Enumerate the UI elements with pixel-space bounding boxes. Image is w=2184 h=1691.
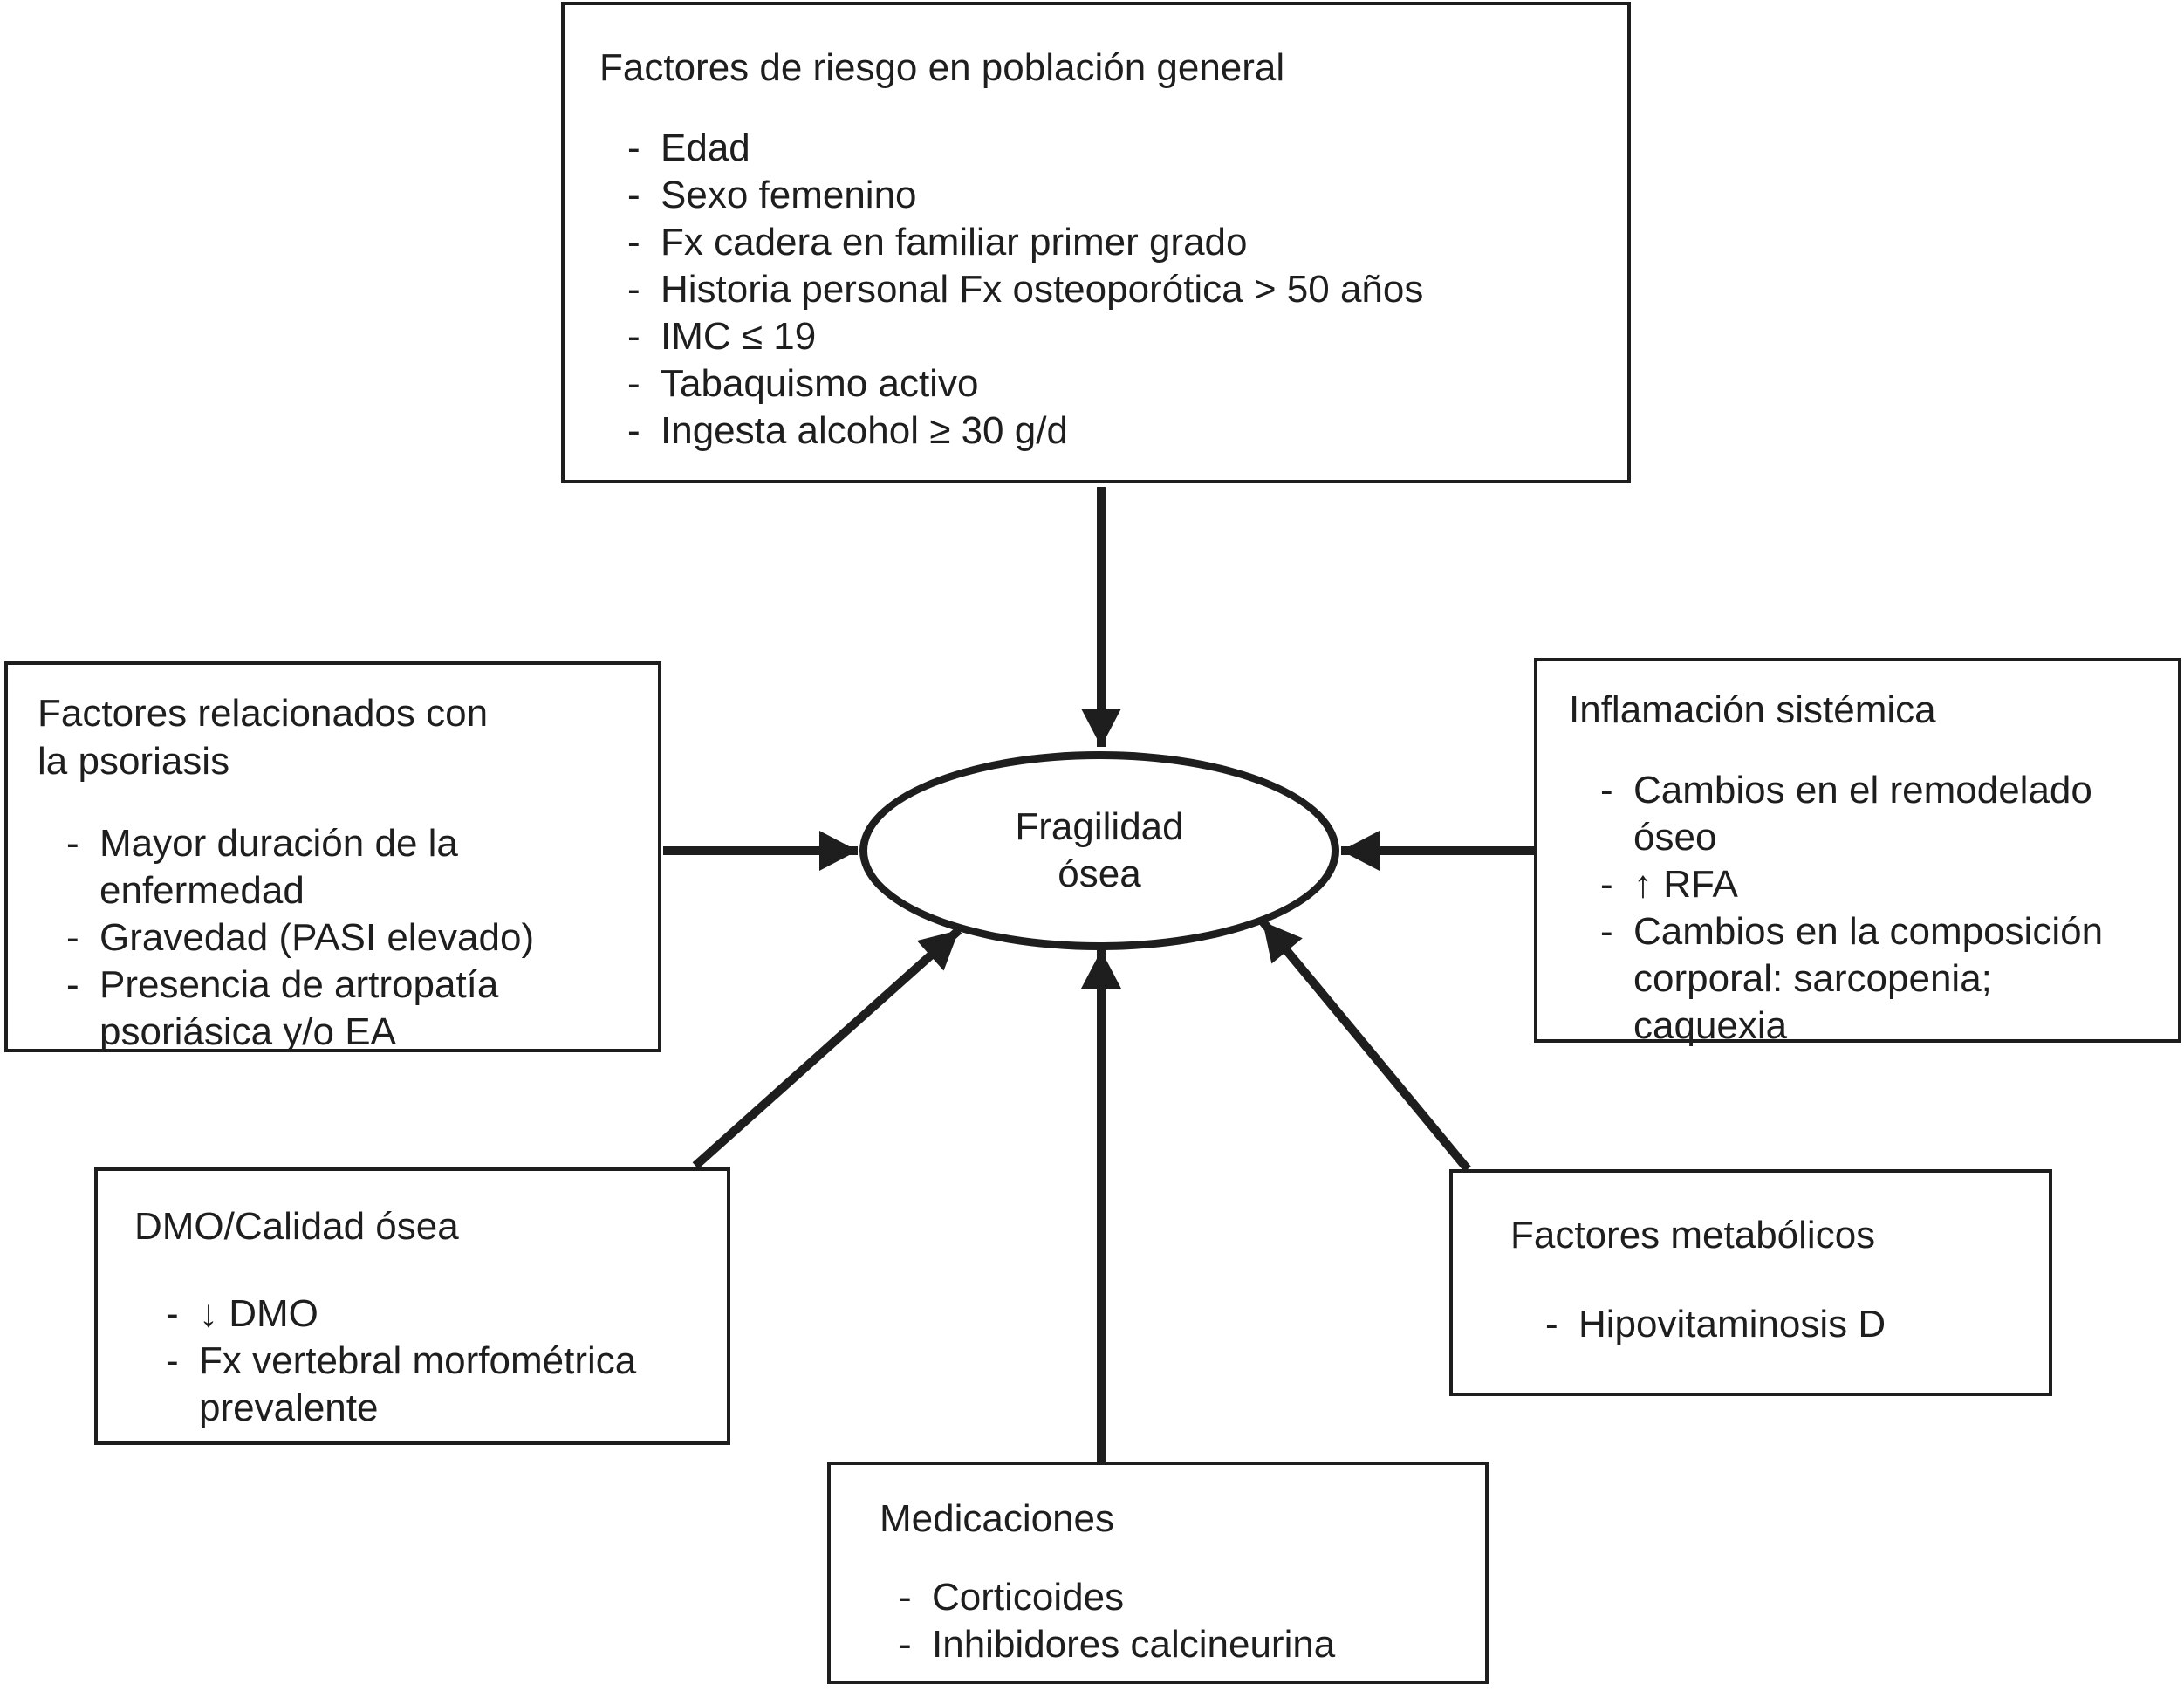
bullet-dash: - — [627, 315, 640, 358]
list-item: - ↓ DMO — [166, 1290, 711, 1338]
list-item: - Historia personal Fx osteoporótica > 5… — [627, 266, 1601, 313]
box-title: Factores relacionados con la psoriasis — [38, 692, 489, 783]
item-text: Sexo femenino — [661, 174, 917, 216]
bullet-dash: - — [627, 221, 640, 264]
item-text: Cambios en el remodelado óseo — [1633, 769, 2092, 859]
list-item: - Corticoides — [899, 1574, 1469, 1621]
box-general-risk-factors: Factores de riesgo en población general … — [561, 2, 1631, 483]
item-text: ↓ DMO — [199, 1292, 318, 1335]
bullet-dash: - — [1600, 769, 1613, 811]
list-item: - Hipovitaminosis D — [1545, 1301, 2033, 1348]
bullet-dash: - — [899, 1623, 912, 1666]
item-text: Mayor duración de la enfermedad — [99, 822, 458, 912]
box-title: Inflamación sistémica — [1569, 688, 1936, 731]
item-list: - ↓ DMO - Fx vertebral morfométrica prev… — [166, 1290, 711, 1432]
list-item: - Inhibidores calcineurina — [899, 1621, 1469, 1668]
item-text: Presencia de artropatía psoriásica y/o E… — [99, 963, 499, 1053]
box-title: Medicaciones — [880, 1497, 1115, 1540]
central-node-ellipse: Fragilidad ósea — [859, 751, 1339, 950]
arrow-dmo-to-center — [692, 927, 962, 1169]
bullet-dash: - — [899, 1576, 912, 1619]
list-item: - ↑ RFA — [1600, 861, 2162, 908]
item-text: Fx cadera en familiar primer grado — [661, 221, 1248, 264]
list-item: - Sexo femenino — [627, 172, 1601, 219]
list-item: - IMC ≤ 19 — [627, 313, 1601, 360]
list-item: - Edad — [627, 125, 1601, 172]
box-systemic-inflammation: Inflamación sistémica - Cambios en el re… — [1534, 658, 2181, 1047]
bullet-dash: - — [166, 1339, 179, 1382]
bullet-dash: - — [627, 127, 640, 169]
list-item: - Ingesta alcohol ≥ 30 g/d — [627, 407, 1601, 455]
list-item: - Mayor duración de la enfermedad — [66, 820, 642, 914]
item-list: - Corticoides - Inhibidores calcineurina — [899, 1574, 1469, 1668]
item-text: Ingesta alcohol ≥ 30 g/d — [661, 409, 1068, 452]
box-metabolic-factors: Factores metabólicos - Hipovitaminosis D — [1449, 1169, 2052, 1396]
list-item: - Presencia de artropatía psoriásica y/o… — [66, 962, 642, 1056]
item-text: Inhibidores calcineurina — [932, 1623, 1336, 1666]
box-psoriasis-factors: Factores relacionados con la psoriasis -… — [4, 661, 661, 1053]
item-text: Fx vertebral morfométrica prevalente — [199, 1339, 637, 1429]
list-item: - Gravedad (PASI elevado) — [66, 914, 642, 962]
bullet-dash: - — [1600, 910, 1613, 953]
arrow-metabolicos-to-center — [1259, 918, 1471, 1173]
list-item: - Tabaquismo activo — [627, 360, 1601, 407]
list-item: - Fx vertebral morfométrica prevalente — [166, 1338, 711, 1432]
item-list: - Cambios en el remodelado óseo - ↑ RFA … — [1600, 767, 2162, 1050]
box-title: Factores de riesgo en población general — [599, 46, 1285, 89]
box-title: Factores metabólicos — [1510, 1214, 1876, 1256]
item-text: Edad — [661, 127, 750, 169]
item-list: - Mayor duración de la enfermedad - Grav… — [66, 820, 642, 1056]
item-text: ↑ RFA — [1633, 863, 1738, 906]
item-text: IMC ≤ 19 — [661, 315, 817, 358]
bullet-dash: - — [66, 963, 79, 1006]
item-text: Corticoides — [932, 1576, 1125, 1619]
item-text: Historia personal Fx osteoporótica > 50 … — [661, 268, 1424, 311]
item-list: - Hipovitaminosis D — [1545, 1301, 2033, 1348]
bullet-dash: - — [166, 1292, 179, 1335]
box-dmo-bone-quality: DMO/Calidad ósea - ↓ DMO - Fx vertebral … — [94, 1167, 730, 1445]
bullet-dash: - — [1545, 1303, 1558, 1345]
bullet-dash: - — [627, 362, 640, 405]
central-node-label-line2: ósea — [1058, 852, 1141, 895]
item-text: Gravedad (PASI elevado) — [99, 916, 535, 959]
list-item: - Fx cadera en familiar primer grado — [627, 219, 1601, 266]
bullet-dash: - — [627, 268, 640, 311]
item-text: Cambios en la composición corporal: sarc… — [1633, 910, 2104, 1047]
item-text: Hipovitaminosis D — [1578, 1303, 1886, 1345]
bullet-dash: - — [66, 822, 79, 865]
list-item: - Cambios en la composición corporal: sa… — [1600, 908, 2162, 1050]
item-list: - Edad - Sexo femenino - Fx cadera en fa… — [627, 125, 1601, 455]
bullet-dash: - — [1600, 863, 1613, 906]
list-item: - Cambios en el remodelado óseo — [1600, 767, 2162, 861]
bullet-dash: - — [627, 409, 640, 452]
item-text: Tabaquismo activo — [661, 362, 979, 405]
bullet-dash: - — [627, 174, 640, 216]
central-node-label-line1: Fragilidad — [1015, 805, 1184, 848]
box-title: DMO/Calidad ósea — [134, 1205, 459, 1248]
bullet-dash: - — [66, 916, 79, 959]
box-medications: Medicaciones - Corticoides - Inhibidores… — [827, 1462, 1489, 1684]
